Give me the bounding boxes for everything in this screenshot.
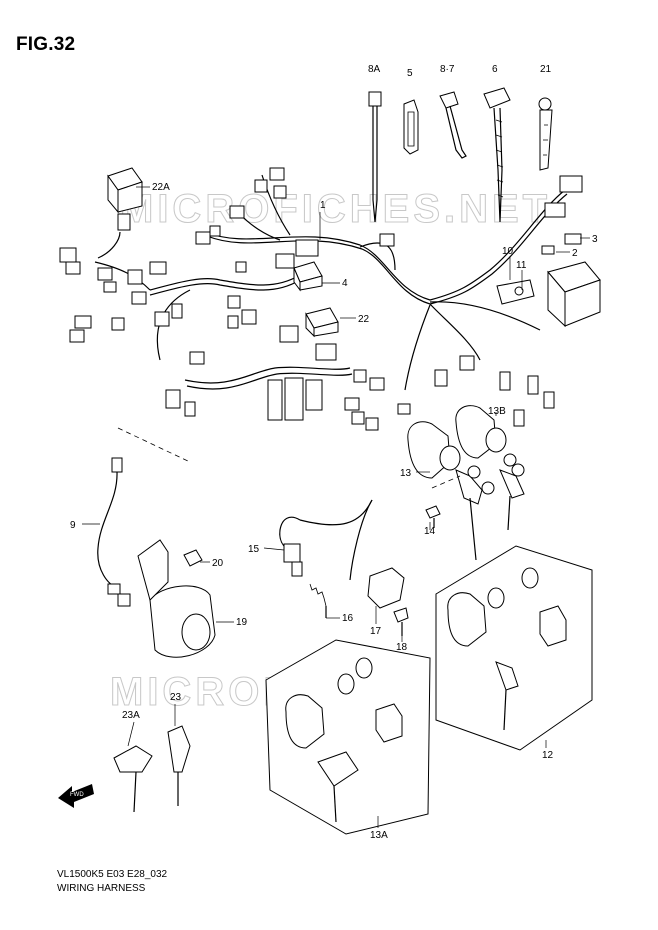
part-3-fuse[interactable] xyxy=(564,233,582,245)
callout-18: 18 xyxy=(396,642,408,653)
callout-15: 15 xyxy=(248,544,260,555)
callout-12: 12 xyxy=(542,750,554,761)
part-21-bracket[interactable] xyxy=(538,97,553,171)
main-harness-1[interactable] xyxy=(94,174,581,391)
part-10-fuse-box[interactable] xyxy=(496,261,601,328)
callout-2: 2 xyxy=(572,248,578,259)
part-22-connector[interactable] xyxy=(305,307,339,338)
part-8-7-cable-tie[interactable] xyxy=(439,91,467,159)
part-12-key-set[interactable] xyxy=(435,545,593,751)
callout-4: 4 xyxy=(342,278,348,289)
part-13b-ignition-switch[interactable] xyxy=(455,405,525,477)
figure-title: FIG.32 xyxy=(16,34,76,55)
callout-13b: 13B xyxy=(488,406,506,417)
part-13a-key-set[interactable] xyxy=(265,639,431,835)
part-17-switch[interactable] xyxy=(349,499,405,609)
part-5-clamp[interactable] xyxy=(403,99,419,155)
part-8a-cable-tie[interactable] xyxy=(368,91,382,223)
part-13-ignition-switch[interactable] xyxy=(407,421,525,561)
callout-13a: 13A xyxy=(370,830,388,841)
harness-connectors-left[interactable] xyxy=(59,167,583,431)
callout-17: 17 xyxy=(370,626,382,637)
callout-13: 13 xyxy=(400,468,412,479)
watermark-top: MICROFICHES.NET xyxy=(120,187,551,231)
callout-3: 3 xyxy=(592,234,598,245)
callout-22: 22 xyxy=(358,314,370,325)
callout-14: 14 xyxy=(424,526,436,537)
figure-footer: VL1500K5 E03 E28_032 WIRING HARNESS xyxy=(57,868,167,896)
model-code: VL1500K5 E03 E28_032 xyxy=(57,869,168,880)
part-23-key[interactable] xyxy=(167,725,191,806)
callout-1: 1 xyxy=(320,200,326,211)
callout-10: 10 xyxy=(502,246,514,257)
callout-23a: 23A xyxy=(122,710,140,721)
part-22a-relay[interactable] xyxy=(107,167,143,231)
part-9-lead-wire[interactable] xyxy=(97,457,131,607)
section-name: WIRING HARNESS xyxy=(57,883,146,894)
callout-8a: 8A xyxy=(368,64,381,75)
callout-9: 9 xyxy=(70,520,76,531)
part-14-screw[interactable] xyxy=(425,505,441,528)
callout-11: 11 xyxy=(516,260,527,271)
part-19-cover[interactable] xyxy=(137,539,216,658)
part-16-spring[interactable] xyxy=(309,583,327,618)
callout-21: 21 xyxy=(540,64,552,75)
callout-23: 23 xyxy=(170,692,182,703)
callout-5: 5 xyxy=(407,68,413,79)
part-20-screw[interactable] xyxy=(183,549,203,567)
part-2-fuse[interactable] xyxy=(541,245,555,255)
forward-direction-arrow: FWD xyxy=(58,784,94,808)
callout-19: 19 xyxy=(236,617,248,628)
callout-8-7: 8·7 xyxy=(440,64,455,75)
part-4-connector[interactable] xyxy=(293,261,323,292)
fwd-label: FWD xyxy=(70,792,84,798)
part-23a-key[interactable] xyxy=(113,745,153,813)
callout-20: 20 xyxy=(212,558,224,569)
callout-16: 16 xyxy=(342,613,354,624)
callout-6: 6 xyxy=(492,64,498,75)
part-11-screw[interactable] xyxy=(514,286,524,296)
callout-22a: 22A xyxy=(152,182,170,193)
part-18-bolt[interactable] xyxy=(393,607,409,636)
part-6-cable-tie[interactable] xyxy=(483,87,511,223)
